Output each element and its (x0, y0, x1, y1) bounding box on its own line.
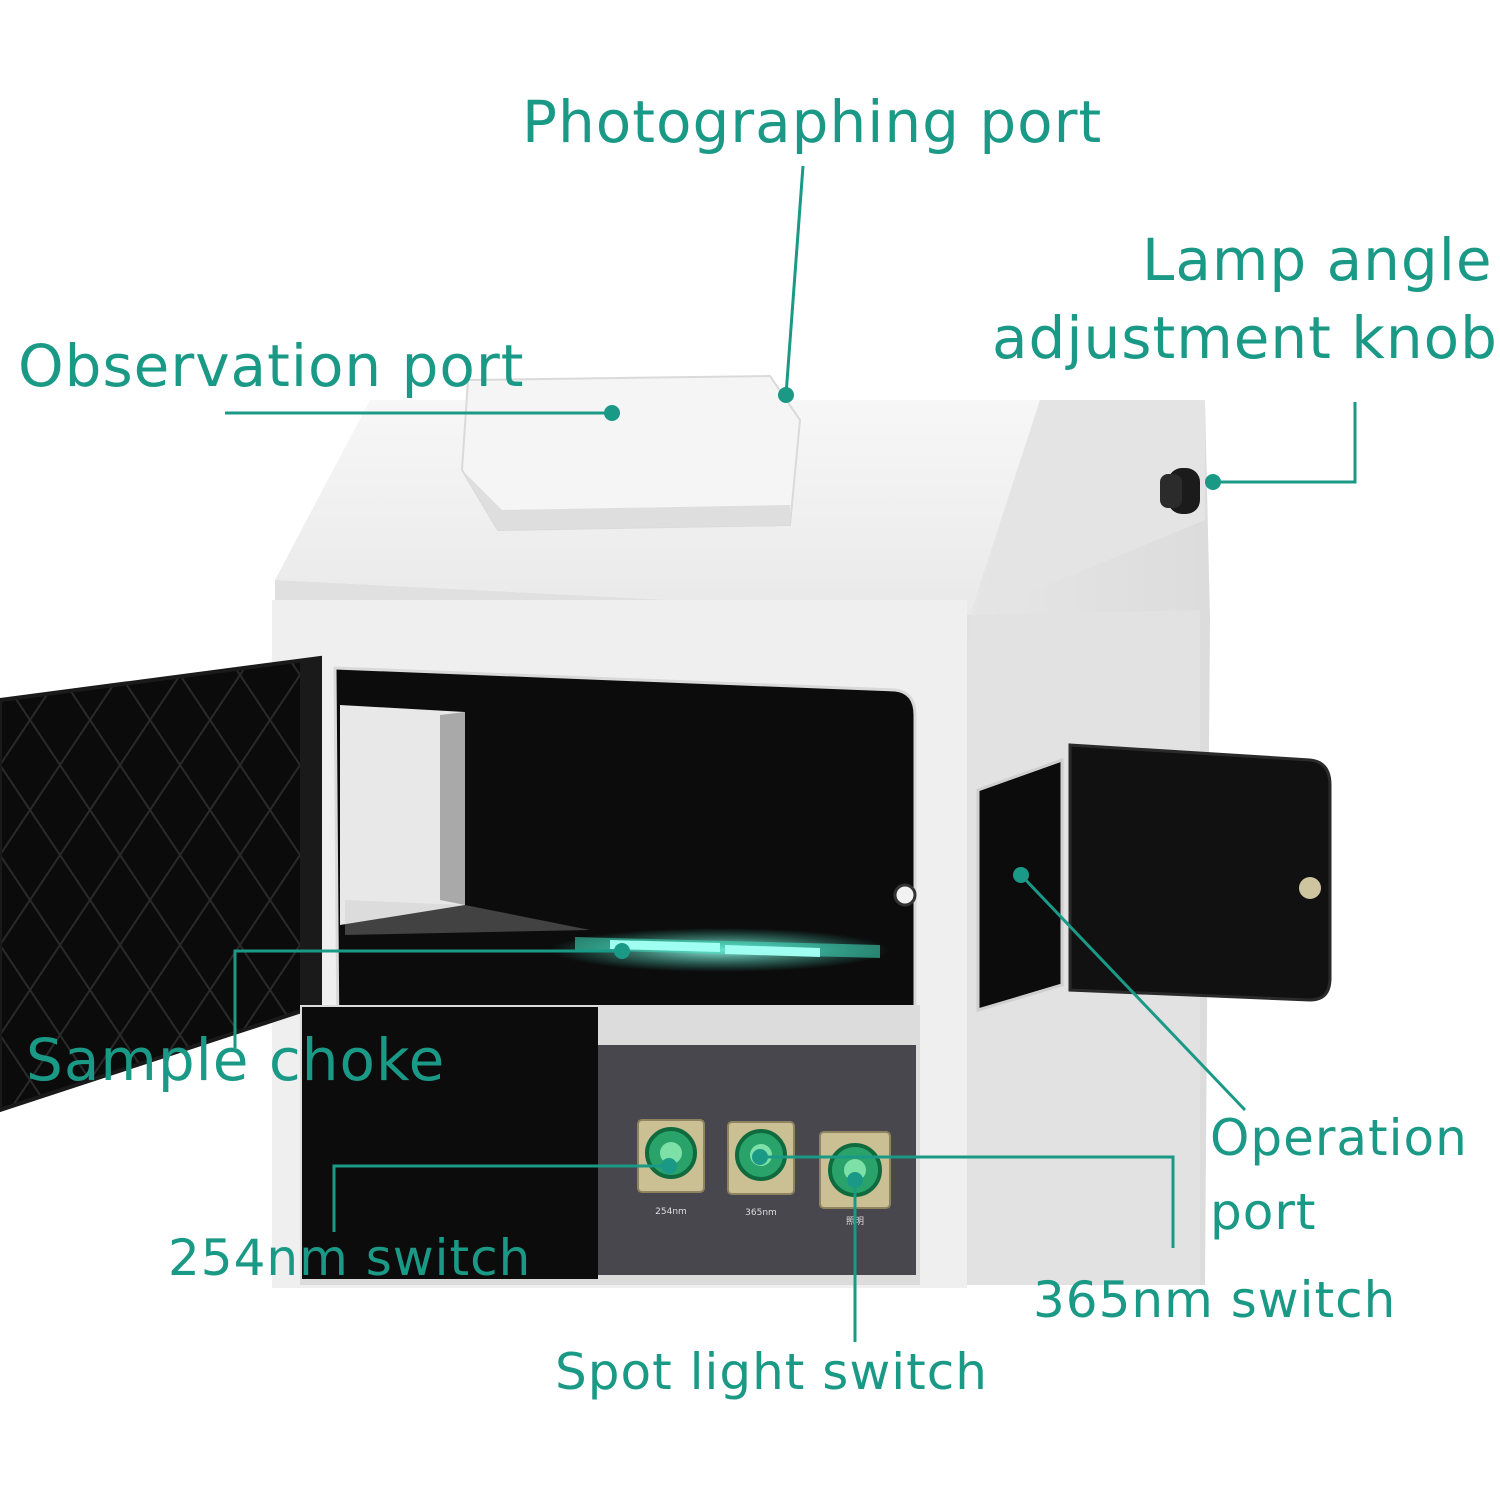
callout-operation-port (1019, 873, 1247, 1112)
callout-lines (225, 165, 1357, 1342)
door-latch-icon (1299, 877, 1321, 899)
side-door (1068, 743, 1332, 1002)
knob-icon[interactable] (1160, 468, 1200, 514)
label-254nm-switch: 254nm switch (168, 1229, 532, 1287)
callout-dots (604, 387, 1221, 1188)
label-operation-port-line2: port (1210, 1183, 1317, 1241)
label-lamp-angle-line1: Lamp angle (1142, 226, 1493, 294)
operation-port (976, 757, 1064, 1013)
label-observation-port: Observation port (18, 332, 525, 400)
label-sample-choke: Sample choke (26, 1026, 446, 1094)
label-365nm-switch: 365nm switch (1033, 1271, 1397, 1329)
left-door (0, 655, 322, 1113)
label-photographing-port: Photographing port (522, 88, 1103, 156)
switch-254[interactable] (637, 1119, 705, 1193)
chamber-lock-icon (893, 883, 917, 907)
sample-tray (550, 928, 890, 972)
callout-photographing (784, 165, 805, 396)
sample-chamber (333, 666, 917, 1057)
callout-sample-choke (233, 949, 622, 1048)
label-spot-light-switch: Spot light switch (555, 1343, 988, 1401)
control-panel (300, 1005, 920, 1285)
switch-365-caption: 365nm (745, 1208, 777, 1218)
callout-365 (760, 1155, 1175, 1248)
label-operation-port-line1: Operation (1210, 1109, 1468, 1167)
callout-lamp-angle (1213, 402, 1357, 484)
label-lamp-angle-line2: adjustment knob (992, 304, 1498, 372)
switch-254-caption: 254nm (655, 1207, 687, 1217)
callout-254 (332, 1164, 669, 1232)
